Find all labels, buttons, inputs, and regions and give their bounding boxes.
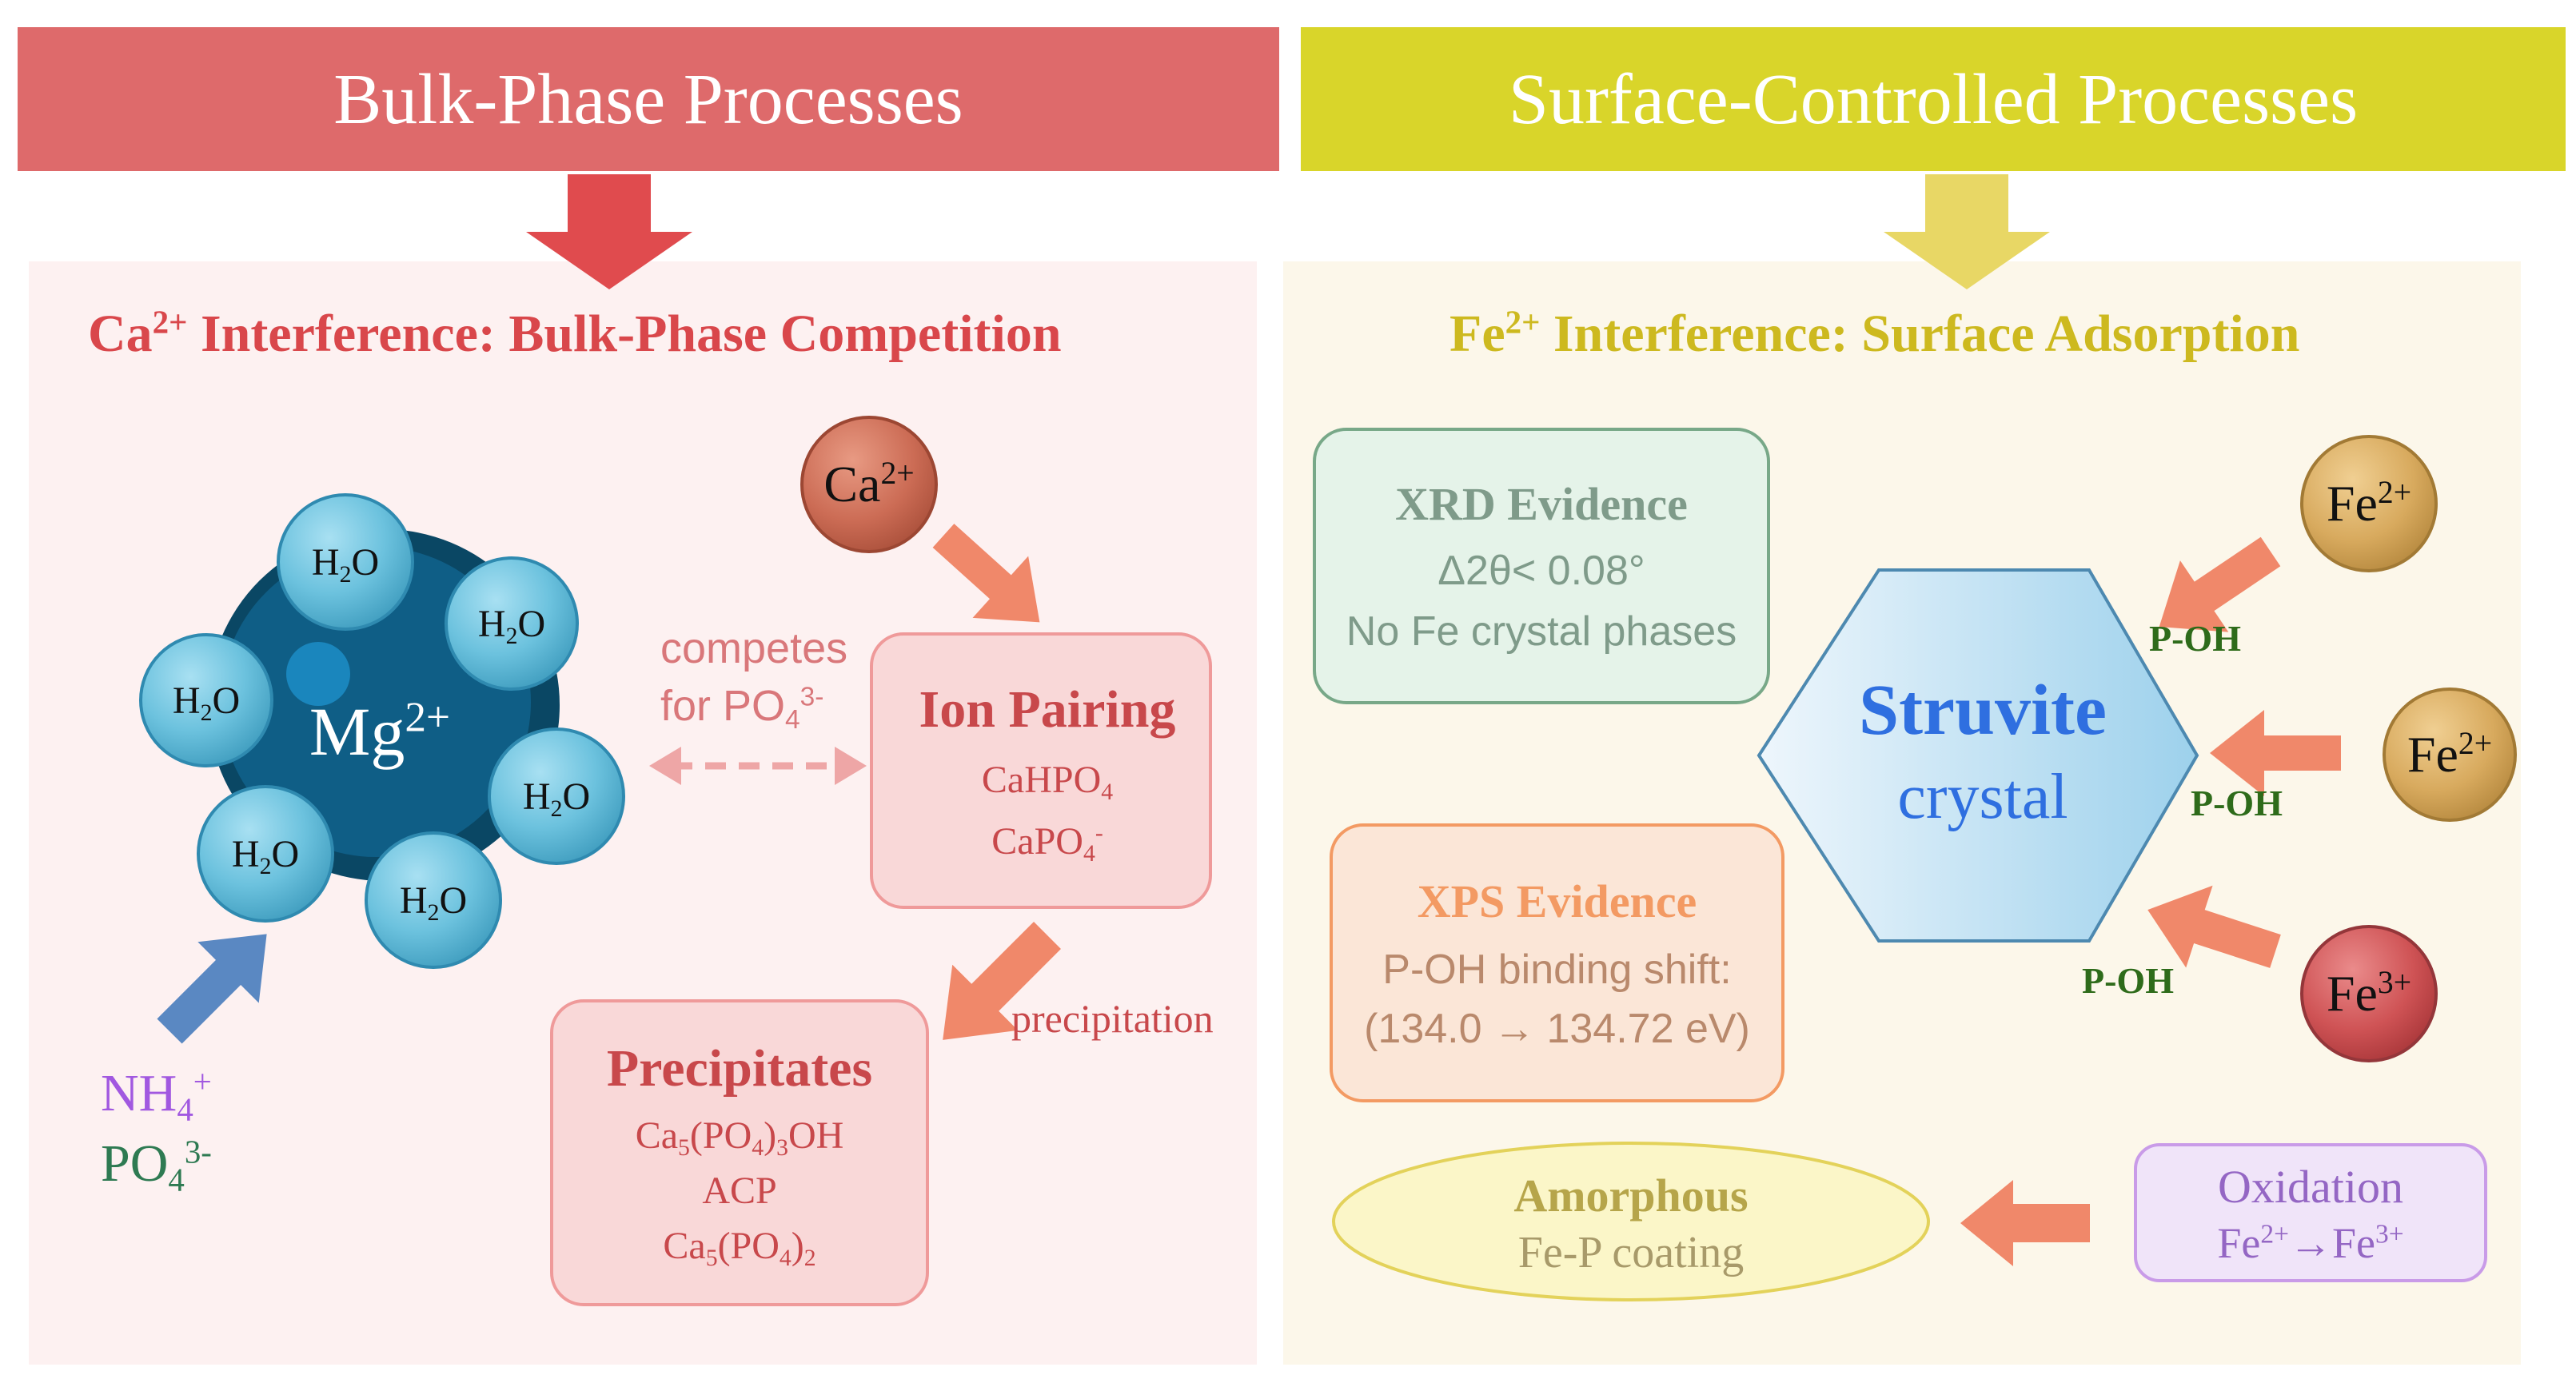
ca-ion-label: Ca2+ bbox=[823, 456, 915, 512]
xrd-evidence-content: XRD Evidence Δ2θ< 0.08° No Fe crystal ph… bbox=[1314, 441, 1769, 691]
poh-label-top: P-OH bbox=[2149, 618, 2241, 659]
xrd-evidence-box bbox=[1313, 428, 1770, 704]
ion-pairing-box bbox=[870, 632, 1212, 909]
fe-interference-title: Fe2+ Interference: Surface Adsorption bbox=[1449, 304, 2300, 363]
precipitation-arrow bbox=[943, 922, 1061, 1040]
water-label: H2O bbox=[172, 679, 241, 726]
xrd-shift-value: Δ2θ< 0.08° bbox=[1438, 547, 1645, 594]
water-molecules bbox=[139, 493, 625, 969]
po4-label: PO43- bbox=[101, 1134, 212, 1198]
poh-label-bottom: P-OH bbox=[2082, 960, 2174, 1001]
ca-interference-title: Ca2+ Interference: Bulk-Phase Competitio… bbox=[88, 304, 1062, 363]
oxidation-content: Oxidation Fe2+→Fe3+ bbox=[2135, 1151, 2486, 1276]
fe2-ion-circle-top bbox=[2300, 435, 2438, 572]
surface-controlled-banner: Surface-Controlled Processes bbox=[1301, 27, 2566, 171]
xps-evidence-content: XPS Evidence P-OH binding shift: (134.0 … bbox=[1331, 836, 1783, 1090]
water-label: H2O bbox=[231, 832, 300, 879]
mg-core-highlight bbox=[286, 642, 350, 706]
ion-pairing-content: Ion Pairing CaHPO4 CaPO4- bbox=[871, 648, 1223, 895]
surface-controlled-banner-label: Surface-Controlled Processes bbox=[1508, 59, 2359, 139]
fe3-ion-label: Fe3+ bbox=[2326, 965, 2412, 1022]
ion-pairing-title: Ion Pairing bbox=[919, 680, 1176, 739]
xps-evidence-title: XPS Evidence bbox=[1417, 875, 1697, 927]
amorphous-coating-ellipse bbox=[1332, 1142, 1930, 1301]
xrd-evidence-title: XRD Evidence bbox=[1395, 477, 1688, 530]
precipitates-box bbox=[550, 999, 929, 1306]
amorphous-subtitle: Fe-P coating bbox=[1517, 1227, 1745, 1277]
oxidation-title: Oxidation bbox=[2218, 1160, 2403, 1213]
xps-binding-shift: P-OH binding shift: bbox=[1382, 946, 1732, 993]
precipitates-content: Precipitates Ca5(PO4)3OH ACP Ca5(PO4)2 bbox=[552, 1009, 927, 1297]
oxidation-reaction: Fe2+→Fe3+ bbox=[2217, 1218, 2404, 1267]
nh4-label: NH4+ bbox=[101, 1063, 212, 1128]
water-label: H2O bbox=[399, 879, 468, 926]
ca-to-ion-pairing-arrow bbox=[932, 524, 1040, 623]
precipitate-acp: ACP bbox=[702, 1169, 777, 1212]
fe2-ion-label-middle: Fe2+ bbox=[2407, 726, 2493, 783]
xps-binding-values: (134.0 → 134.72 eV) bbox=[1364, 1005, 1750, 1052]
amorphous-title: Amorphous bbox=[1513, 1169, 1749, 1222]
mg-ion-label: Mg2+ bbox=[309, 692, 451, 770]
competes-dashed-arrow bbox=[649, 747, 867, 785]
ion-pairing-item-cahpo4: CaHPO4 bbox=[981, 759, 1114, 805]
precipitation-label: precipitation bbox=[1011, 996, 1214, 1041]
fe2-ion-circle-middle bbox=[2383, 688, 2517, 822]
struvite-hexagon bbox=[1757, 568, 2199, 943]
oxidation-box bbox=[2134, 1143, 2487, 1282]
poh-label-middle: P-OH bbox=[2191, 783, 2283, 823]
nh4-po4-blue-arrow bbox=[157, 934, 267, 1044]
fe3-adsorption-arrow bbox=[2147, 885, 2281, 968]
surface-down-arrow bbox=[1884, 174, 2050, 289]
competes-label: competes for PO43- bbox=[660, 624, 848, 735]
bulk-phase-banner: Bulk-Phase Processes bbox=[18, 27, 1279, 171]
fe3-ion-circle bbox=[2300, 925, 2438, 1062]
struvite-subtitle: crystal bbox=[1897, 762, 2068, 832]
precipitate-tricalcium-phosphate: Ca5(PO4)2 bbox=[663, 1224, 816, 1271]
fe2-ion-label-top: Fe2+ bbox=[2326, 475, 2412, 532]
xrd-no-fe-phases: No Fe crystal phases bbox=[1346, 608, 1737, 655]
oxidation-to-amorphous-arrow bbox=[1960, 1180, 2090, 1266]
precipitate-hydroxyapatite: Ca5(PO4)3OH bbox=[635, 1114, 844, 1161]
water-label: H2O bbox=[311, 540, 380, 588]
bulk-down-arrow bbox=[526, 174, 692, 289]
water-label: H2O bbox=[522, 775, 591, 822]
fe-top-adsorption-arrow bbox=[2159, 536, 2281, 632]
bulk-phase-banner-label: Bulk-Phase Processes bbox=[333, 59, 963, 139]
ca-ion-circle bbox=[800, 416, 938, 553]
ion-pairing-item-capo4: CaPO4- bbox=[991, 819, 1103, 867]
xps-evidence-box bbox=[1330, 823, 1784, 1102]
struvite-title: Struvite bbox=[1859, 671, 2107, 750]
fe-middle-adsorption-arrow bbox=[2210, 710, 2341, 796]
struvite-crystal-label: Struvite crystal bbox=[1807, 632, 2159, 871]
precipitates-title: Precipitates bbox=[606, 1038, 873, 1098]
water-label: H2O bbox=[477, 602, 546, 649]
amorphous-coating-label: Amorphous Fe-P coating bbox=[1359, 1159, 1903, 1287]
